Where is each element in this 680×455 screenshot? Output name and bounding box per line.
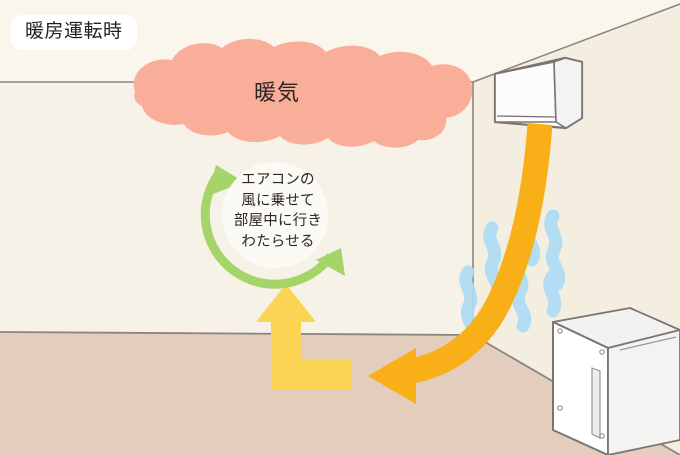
circulation-caption-line-4: わたらせる (241, 233, 315, 250)
heater-side-face (607, 329, 680, 455)
orange-arrow-shaft (409, 123, 553, 384)
heater-screw-bottom-right (599, 433, 605, 439)
ac-side-face (553, 57, 583, 129)
floor-line-back (0, 331, 474, 336)
circulation-caption: エアコンの 風に乗せて 部屋中に行き わたらせる (205, 170, 351, 252)
scene-title-badge: 暖房運転時 (11, 15, 137, 50)
cold-streak-2 (544, 209, 566, 291)
circulation-caption-line-2: 風に乗せて (241, 192, 315, 209)
heater-screw-top-right (599, 349, 605, 355)
orange-arrow-head (368, 348, 416, 404)
scene-title-text: 暖房運転時 (25, 20, 123, 42)
yellow-arrow-shape (256, 284, 352, 390)
circulation-caption-line-1: エアコンの (241, 172, 315, 188)
heater-side-seam (619, 336, 677, 351)
green-arc-main (200, 170, 335, 289)
ceiling-line-right (472, 3, 680, 83)
ac-louver-line (496, 115, 556, 118)
heater-vent-slot (591, 367, 601, 439)
green-arrow-head-bottom (316, 248, 345, 276)
heater-screw-bottom-left (557, 405, 563, 411)
green-circle-inner-fill (222, 162, 328, 268)
heater-screw-top-left (557, 328, 563, 334)
warm-air-label: 暖気 (254, 75, 300, 107)
warm-air-label-text: 暖気 (254, 81, 301, 106)
circulation-caption-line-3: 部屋中に行き (233, 213, 323, 230)
floor (0, 332, 680, 455)
green-arrow-head-top (208, 165, 244, 196)
cloud-shape (133, 38, 473, 148)
cold-streak-6 (543, 270, 562, 318)
